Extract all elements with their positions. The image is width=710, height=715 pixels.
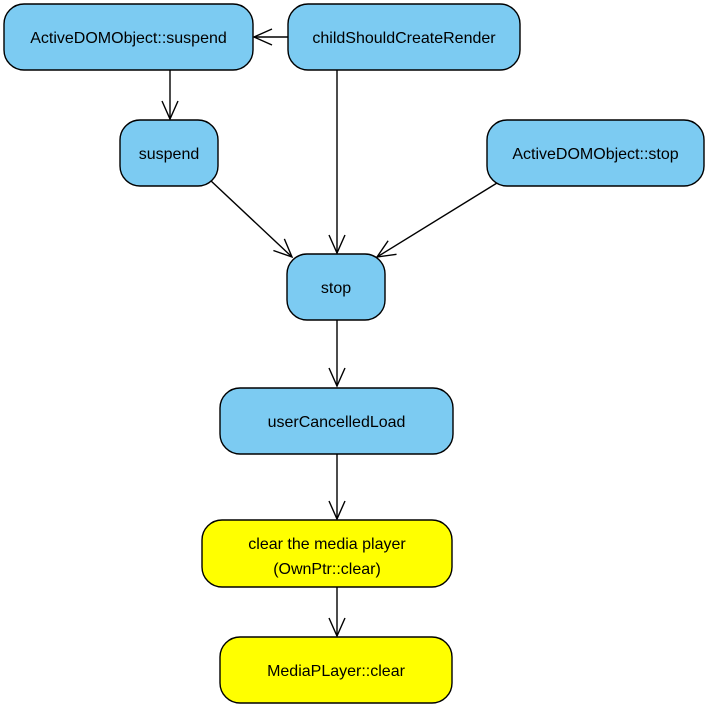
- node-label: stop: [321, 280, 351, 297]
- node-stop[interactable]: stop: [286, 253, 386, 321]
- node-box: [119, 119, 219, 187]
- node-media-player-clear[interactable]: MediaPLayer::clear: [219, 636, 453, 704]
- edges: [161, 28, 498, 638]
- node-box: [286, 253, 386, 321]
- node-box: [219, 636, 453, 704]
- node-active-dom-object-suspend[interactable]: ActiveDOMObject::suspend: [3, 3, 254, 71]
- node-box: [3, 3, 254, 71]
- node-clear-the-media-player[interactable]: clear the media player (OwnPtr::clear): [201, 519, 453, 588]
- node-label: childShouldCreateRender: [312, 30, 496, 47]
- node-active-dom-object-stop[interactable]: ActiveDOMObject::stop: [486, 119, 705, 187]
- node-label-line1: clear the media player: [248, 536, 406, 553]
- node-box: [287, 3, 521, 71]
- node-label: MediaPLayer::clear: [267, 663, 406, 680]
- node-label: ActiveDOMObject::suspend: [30, 30, 227, 47]
- node-label-line2: (OwnPtr::clear): [273, 561, 381, 578]
- edge-suspend-to-stop: [209, 179, 294, 259]
- node-label: suspend: [139, 146, 200, 163]
- node-child-should-create-render[interactable]: childShouldCreateRender: [287, 3, 521, 71]
- node-user-cancelled-load[interactable]: userCancelledLoad: [219, 387, 454, 455]
- node-box: [486, 119, 705, 187]
- node-suspend[interactable]: suspend: [119, 119, 219, 187]
- node-label: userCancelledLoad: [268, 414, 406, 431]
- node-box: [219, 387, 454, 455]
- node-box: [201, 519, 453, 588]
- edge-active-stop-to-stop: [375, 182, 498, 258]
- node-label: ActiveDOMObject::stop: [512, 146, 678, 163]
